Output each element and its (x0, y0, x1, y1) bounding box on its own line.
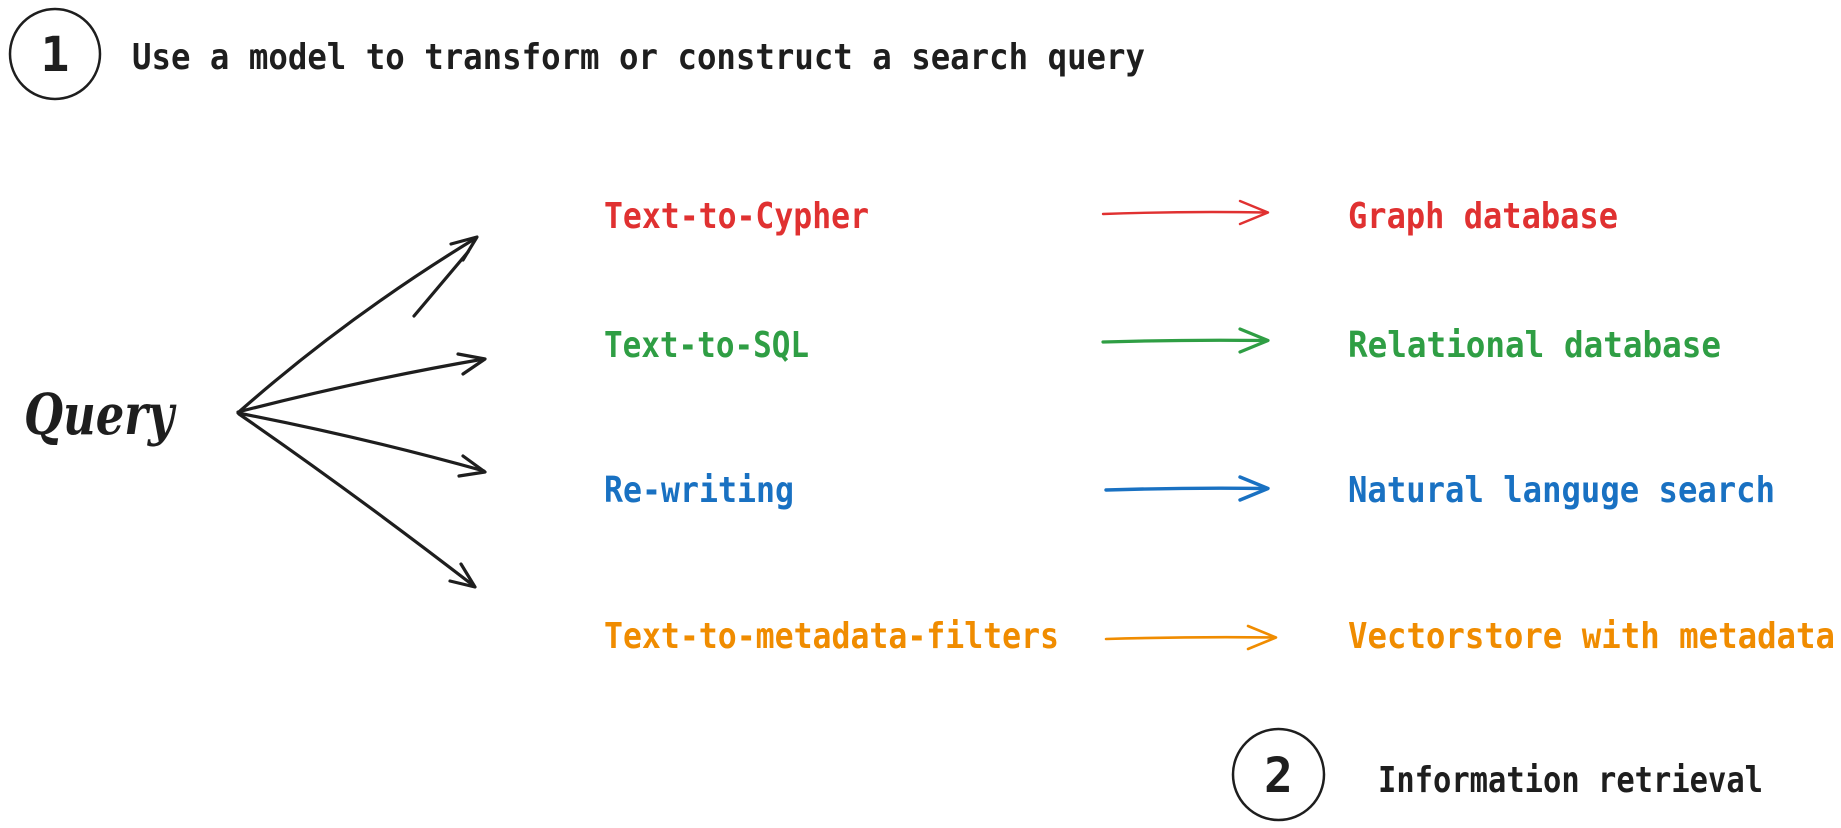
row-arrow-text-to-cypher (1101, 199, 1270, 226)
row-arrow-shaft-text-to-cypher (1101, 210, 1268, 216)
fan-arrowhead-re-writing (457, 454, 487, 478)
transform-label-re-writing: Re-writing (604, 470, 794, 511)
row-arrow-shaft-re-writing (1104, 486, 1268, 492)
row-arrow-metadata-filters (1104, 624, 1278, 651)
step-2-number: 2 (1264, 748, 1293, 804)
fan-arrowhead-text-to-sql (456, 352, 487, 376)
target-label-relational-database: Relational database (1348, 325, 1721, 366)
transform-label-text-to-cypher: Text-to-Cypher (604, 196, 869, 237)
row-arrow-text-to-sql (1101, 327, 1270, 354)
row-arrowhead-text-to-sql (1238, 327, 1270, 354)
step-2-title: Information retrieval (1378, 760, 1763, 801)
row-arrow-re-writing (1104, 475, 1270, 502)
target-label-graph-database: Graph database (1348, 196, 1618, 237)
step-1-number: 1 (41, 27, 70, 83)
transform-label-text-to-sql: Text-to-SQL (604, 325, 809, 366)
fan-arrow-shaft-metadata-filters (237, 412, 476, 588)
target-label-natural-language-search: Natural languge search (1348, 470, 1775, 511)
row-arrowhead-re-writing (1238, 475, 1270, 502)
step-1-title: Use a model to transform or construct a … (132, 37, 1145, 78)
fan-arrow-shaft-text-to-sql (236, 357, 486, 414)
fan-arrows-group (236, 235, 487, 589)
fan-arrowhead-metadata-filters (448, 562, 477, 589)
transform-label-text-to-metadata-filters: Text-to-metadata-filters (604, 616, 1059, 657)
step-1-badge-circle (8, 7, 102, 101)
row-arrowhead-metadata-filters (1246, 624, 1278, 651)
step-2-badge-circle (1231, 727, 1326, 822)
target-label-vectorstore-with-metadata: Vectorstore with metadata (1348, 616, 1835, 657)
row-arrow-shaft-text-to-sql (1101, 338, 1268, 344)
fan-arrow-shaft-text-to-cypher (238, 236, 478, 413)
row-arrowhead-text-to-cypher (1238, 199, 1270, 226)
fan-arrow-sketch-stroke (412, 250, 470, 318)
query-source-label: Query (24, 382, 177, 448)
fan-arrowhead-text-to-cypher (449, 235, 479, 262)
fan-arrow-shaft-re-writing (236, 411, 486, 473)
row-arrow-shaft-metadata-filters (1104, 635, 1276, 641)
